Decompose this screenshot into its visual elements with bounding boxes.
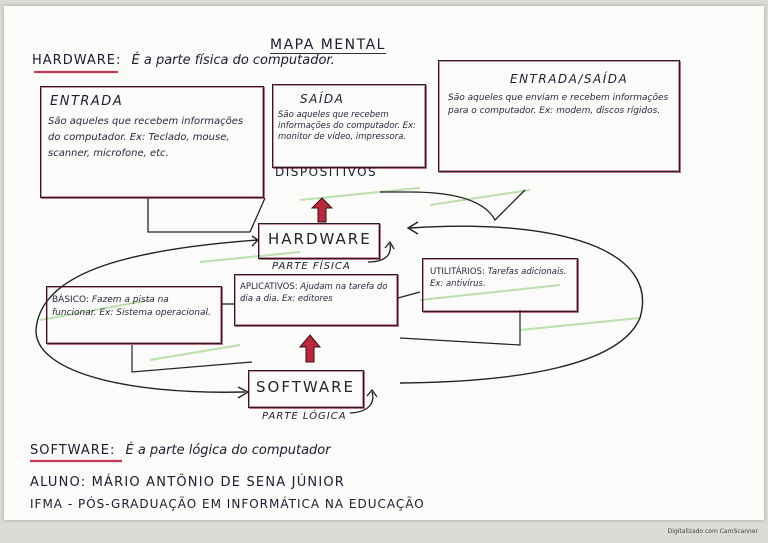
loop-right bbox=[399, 225, 644, 384]
entrada-saida-text: São aqueles que enviam e recebem informa… bbox=[448, 93, 669, 116]
aplicativos-desc: Ajudam na tarefa do dia a dia. Ex: edito… bbox=[240, 282, 388, 304]
software-node bbox=[248, 370, 364, 408]
student-name: ALUNO: MÁRIO ANTÔNIO DE SENA JÚNIOR bbox=[30, 475, 346, 490]
dispositivos-label: DISPOSITIVOS bbox=[275, 165, 378, 179]
saida-title: SAÍDA bbox=[300, 92, 345, 106]
utilitarios-text: UTILITÁRIOS: Tarefas adicionais. Ex: ant… bbox=[430, 266, 570, 290]
entrada-box bbox=[40, 86, 264, 198]
aplicativos-text: APLICATIVOS: Ajudam na tarefa do dia a d… bbox=[240, 282, 392, 305]
aplicativos-title: APLICATIVOS: bbox=[240, 282, 298, 292]
hardware-definition: HARDWARE: É a parte física do computador… bbox=[32, 54, 335, 67]
basico-text: BÁSICO: Fazem a pista na funcionar. Ex: … bbox=[52, 294, 216, 320]
hardware-term: HARDWARE: bbox=[32, 53, 122, 68]
green-highlighter-marks bbox=[39, 187, 641, 361]
entrada-text: São aqueles que recebem informações do c… bbox=[48, 116, 244, 159]
institution: IFMA - PÓS-GRADUAÇÃO EM INFORMÁTICA NA E… bbox=[30, 497, 425, 511]
scanner-credit: Digitalizado com CamScanner bbox=[667, 528, 758, 535]
hardware-node bbox=[258, 223, 380, 259]
utilitarios-box bbox=[422, 258, 578, 312]
entrada-saida-box bbox=[438, 60, 680, 172]
hardware-node-label: HARDWARE bbox=[268, 230, 372, 248]
software-node-sub: PARTE LÓGICA bbox=[262, 411, 347, 422]
saida-box bbox=[272, 84, 426, 168]
hardware-node-sub: PARTE FÍSICA bbox=[272, 261, 351, 272]
bracket-right bbox=[380, 189, 526, 222]
hardware-def-text: É a parte física do computador. bbox=[131, 53, 335, 68]
up-arrow-aplicativos bbox=[298, 334, 322, 363]
software-definition: SOFTWARE: É a parte lógica do computador bbox=[30, 444, 331, 457]
utilitarios-desc: Tarefas adicionais. Ex: antivírus. bbox=[430, 267, 567, 289]
entrada-title: ENTRADA bbox=[50, 94, 124, 109]
utilitarios-title: UTILITÁRIOS: bbox=[430, 267, 485, 277]
aplicativos-box bbox=[234, 274, 398, 326]
basico-desc: Fazem a pista na funcionar. Ex: Sistema … bbox=[52, 295, 211, 318]
software-node-label: SOFTWARE bbox=[256, 378, 356, 396]
entrada-saida-title: ENTRADA/SAÍDA bbox=[510, 72, 629, 86]
software-term: SOFTWARE: bbox=[30, 443, 116, 458]
basico-box bbox=[46, 286, 222, 344]
loop-left bbox=[35, 239, 259, 393]
paper-sheet bbox=[4, 6, 764, 520]
basico-title: BÁSICO: bbox=[52, 295, 89, 305]
up-arrow-dispositivos bbox=[310, 197, 334, 223]
saida-text: São aqueles que recebem informações do c… bbox=[278, 110, 416, 142]
page-title: MAPA MENTAL bbox=[270, 37, 386, 54]
software-def-text: É a parte lógica do computador bbox=[125, 443, 331, 458]
bracket-left bbox=[147, 197, 266, 233]
